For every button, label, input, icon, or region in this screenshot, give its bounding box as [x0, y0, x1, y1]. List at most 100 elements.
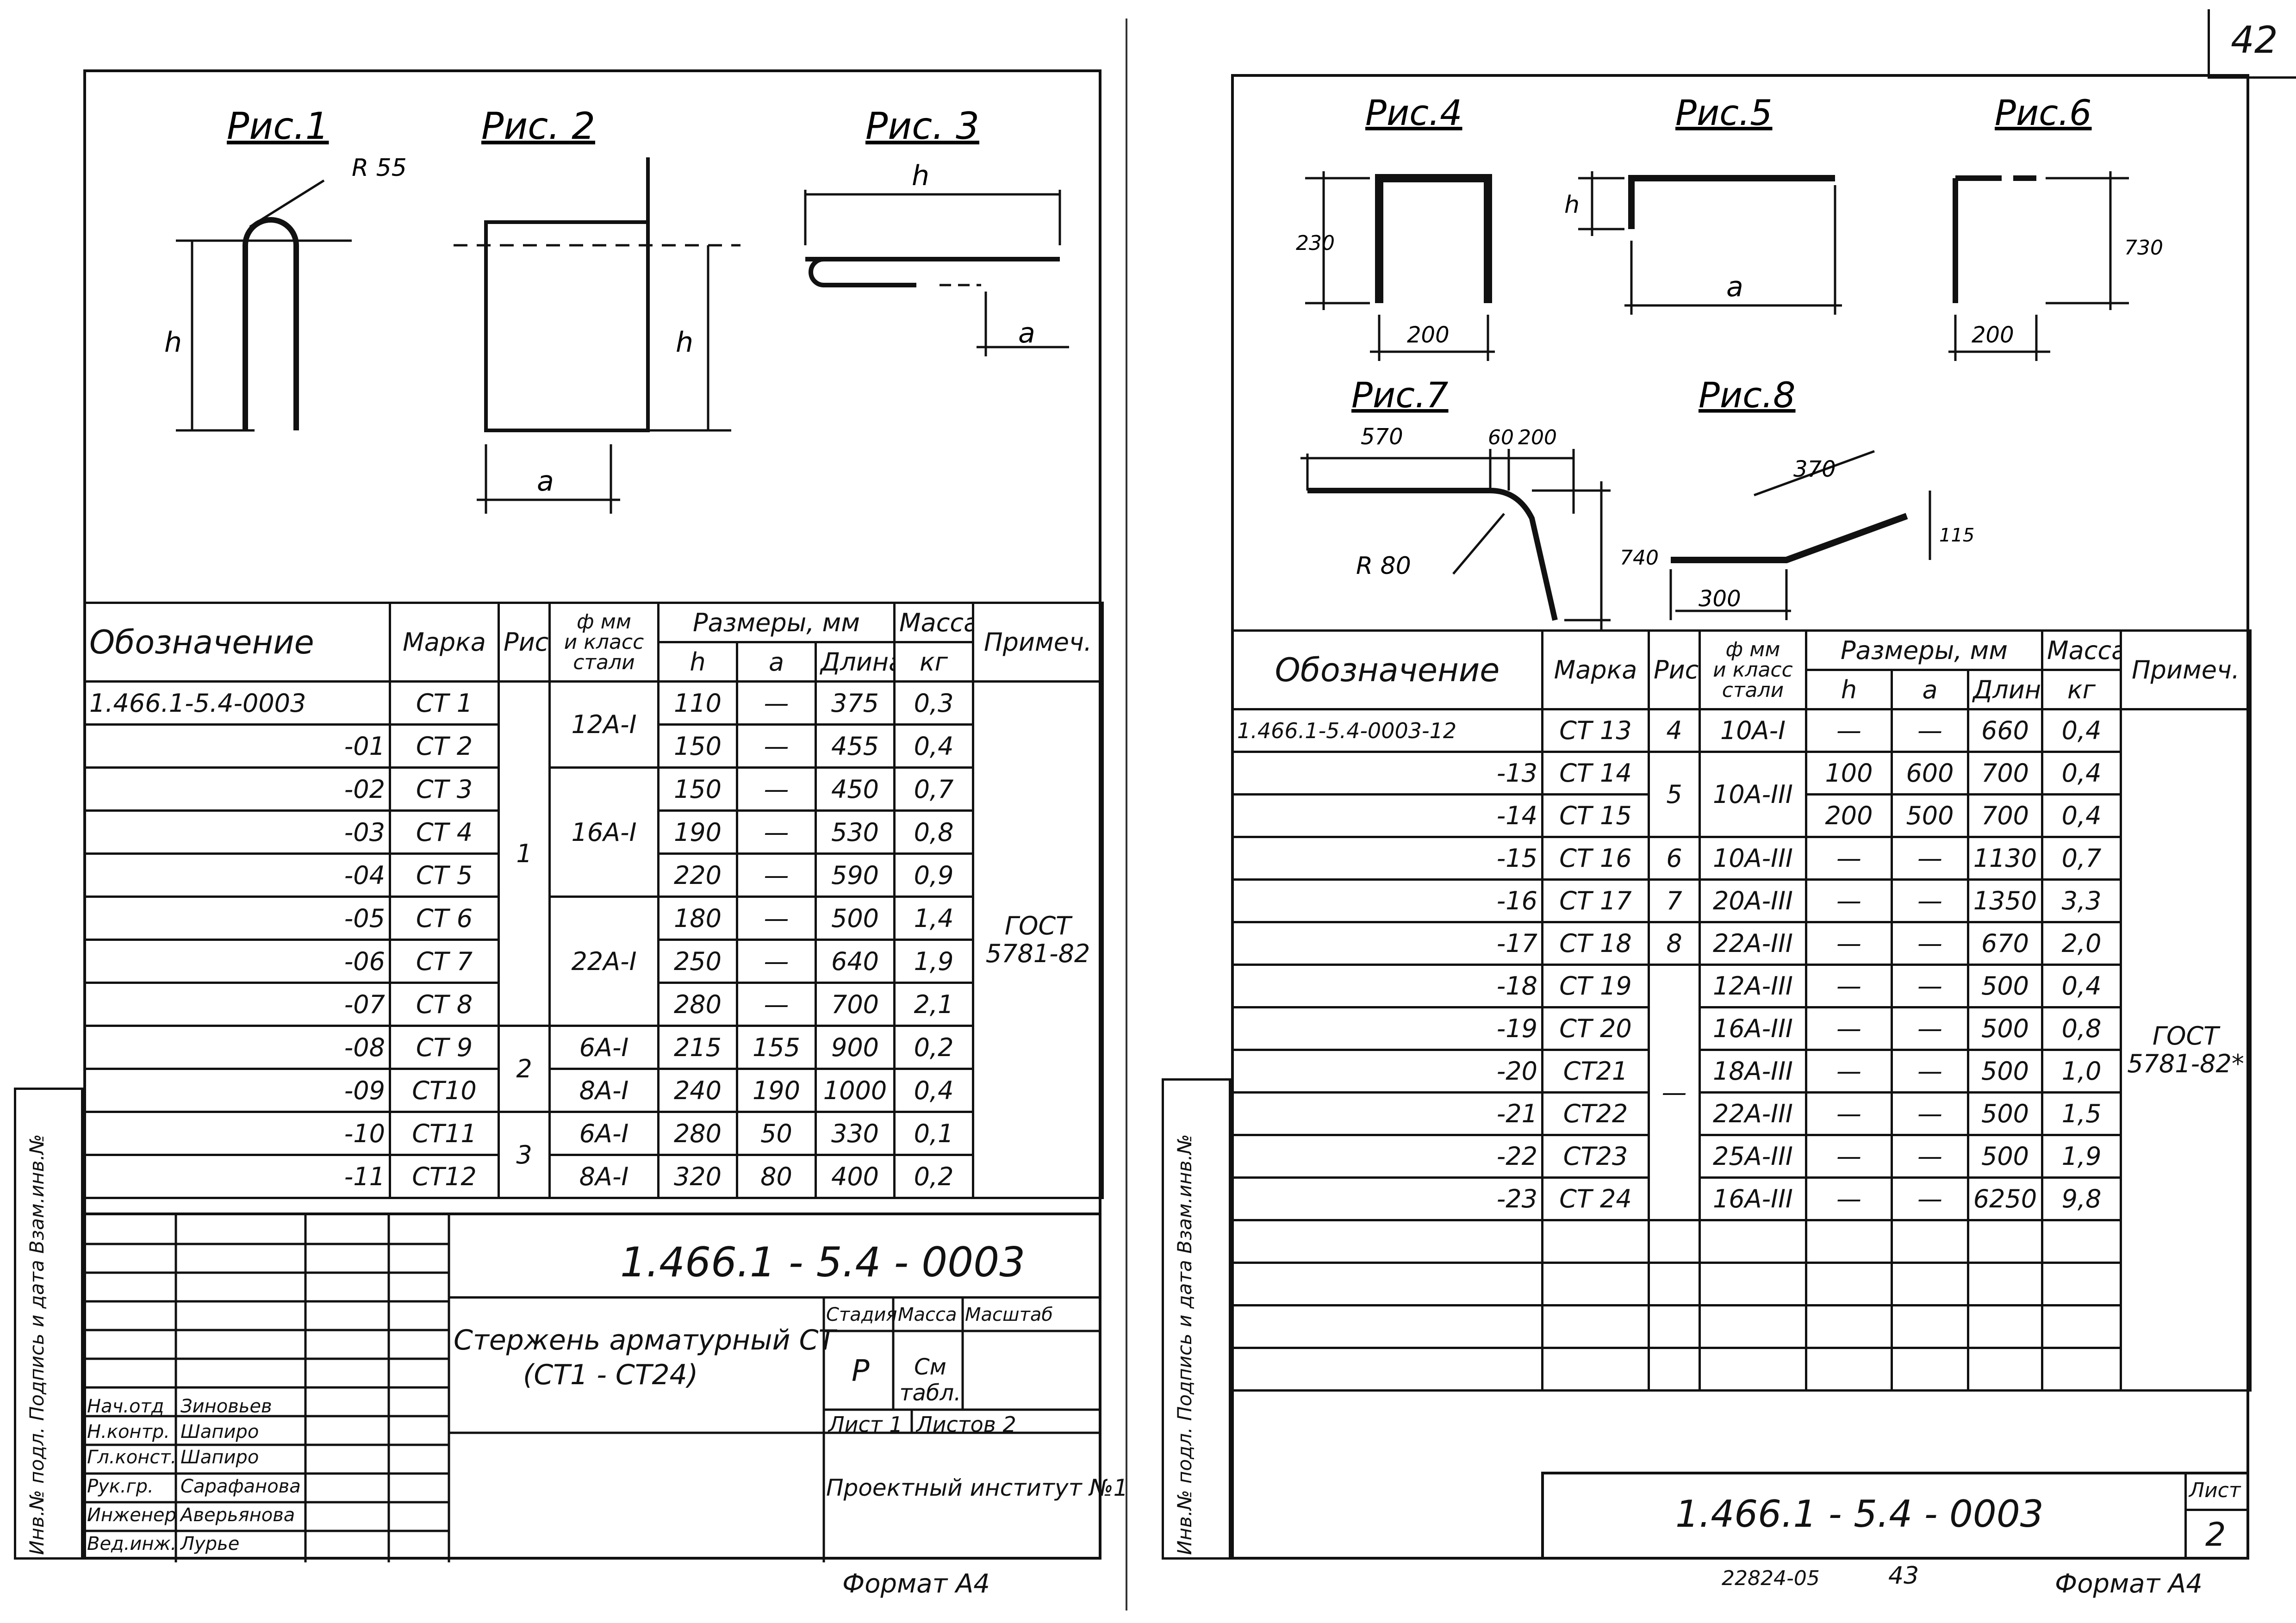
- empty-cell: [1231, 1262, 1543, 1306]
- row-designation: -22: [1231, 1134, 1543, 1179]
- fig8-d2: 115: [1939, 525, 1974, 546]
- left-side-strip: [14, 1088, 83, 1560]
- row-mass: 0,2: [893, 1025, 975, 1070]
- empty-cell: [2041, 1262, 2122, 1306]
- fig2-a: a: [537, 465, 554, 497]
- row-h: —: [1805, 878, 1893, 923]
- row-h: —: [1805, 1091, 1893, 1136]
- header-note: Примеч.: [972, 602, 1104, 683]
- right-side-strip: [1162, 1078, 1231, 1560]
- row-fig: 3: [498, 1111, 551, 1199]
- row-mass: 0,2: [893, 1154, 975, 1199]
- row-length: 1130: [1966, 836, 2044, 881]
- note-line1: ГОСТ: [1004, 911, 1071, 941]
- role-2: Гл.конст.: [87, 1447, 177, 1468]
- row-designation: -16: [1231, 878, 1543, 923]
- fig7-r: R 80: [1356, 552, 1411, 580]
- stage-header: Стадия: [826, 1304, 897, 1325]
- header-class1: и класс: [564, 630, 644, 654]
- header-diam: ф мм: [577, 609, 631, 634]
- fig1-h: h: [164, 326, 182, 359]
- row-mark: СТ 7: [389, 939, 500, 984]
- row-class: 25А-III: [1699, 1134, 1807, 1179]
- row-designation: -02: [83, 766, 391, 812]
- row-class: 12А-III: [1699, 964, 1807, 1008]
- row-h: —: [1805, 1049, 1893, 1094]
- fig7-title: Рис.7: [1351, 374, 1449, 416]
- note-line2: 5781-82*: [2127, 1049, 2244, 1078]
- empty-cell: [1699, 1219, 1807, 1264]
- note-line1: ГОСТ: [2152, 1021, 2219, 1051]
- fig7-d1: 570: [1361, 424, 1403, 450]
- fig4-title: Рис.4: [1365, 92, 1462, 133]
- row-class: 20А-III: [1699, 878, 1807, 923]
- fig6-d1: 730: [2124, 236, 2163, 260]
- row-length: 700: [1966, 751, 2044, 796]
- empty-cell: [1541, 1262, 1650, 1306]
- row-a: —: [1891, 964, 1969, 1008]
- row-mark: СТ 6: [389, 895, 500, 941]
- fig8-d1: 370: [1793, 456, 1836, 482]
- row-mass: 1,9: [893, 939, 975, 984]
- fig5-title: Рис.5: [1675, 92, 1773, 133]
- row-designation: -01: [83, 723, 391, 769]
- row-length: 1350: [1966, 878, 2044, 923]
- fig4-d1: 230: [1296, 231, 1335, 255]
- role-4: Инженер: [87, 1505, 176, 1526]
- role-0: Нач.отд: [87, 1396, 164, 1417]
- row-fig: 7: [1648, 878, 1701, 923]
- row-mark: СТ 4: [389, 809, 500, 855]
- right-spec-table: Обозначение Марка Рис ф мм и класс стали…: [1231, 629, 2252, 1392]
- empty-cell: [1805, 1262, 1893, 1306]
- title-grid: [449, 1299, 1101, 1562]
- row-designation: -19: [1231, 1006, 1543, 1051]
- empty-cell: [1699, 1262, 1807, 1306]
- role-3: Рук.гр.: [87, 1476, 154, 1497]
- row-mark: СТ 15: [1541, 793, 1650, 838]
- row-length: 1000: [814, 1068, 896, 1113]
- row-length: 375: [814, 680, 896, 726]
- row-h: —: [1805, 1134, 1893, 1179]
- row-designation: -18: [1231, 964, 1543, 1008]
- empty-cell: [1966, 1219, 2044, 1264]
- page-number: 42: [2231, 19, 2278, 62]
- row-h: 320: [657, 1154, 738, 1199]
- fig6-d2: 200: [1972, 322, 2014, 348]
- header-mass-unit: кг: [893, 641, 975, 683]
- empty-cell: [1805, 1304, 1893, 1349]
- row-length: 500: [1966, 1134, 2044, 1179]
- row-length: 670: [1966, 921, 2044, 966]
- fig7-d2: 60: [1488, 426, 1514, 449]
- left-side-label: Инв.№ подл. Подпись и дата Взам.инв.№: [25, 1134, 48, 1555]
- header-class1: и класс: [1713, 658, 1793, 682]
- right-sheet-header: Лист: [2189, 1479, 2241, 1502]
- fig8-title: Рис.8: [1699, 374, 1796, 416]
- row-class: 8А-I: [548, 1154, 660, 1199]
- row-h: 200: [1805, 793, 1893, 838]
- row-mark: СТ 8: [389, 982, 500, 1027]
- row-length: 500: [1966, 964, 2044, 1008]
- empty-cell: [1891, 1219, 1969, 1264]
- header-mass: Масса,: [2041, 629, 2122, 671]
- fig7-d3: 200: [1518, 426, 1557, 449]
- row-a: —: [1891, 878, 1969, 923]
- row-designation: -21: [1231, 1091, 1543, 1136]
- row-designation: -15: [1231, 836, 1543, 881]
- stage-value: Р: [852, 1354, 870, 1388]
- empty-cell: [1891, 1304, 1969, 1349]
- empty-cell: [1231, 1219, 1543, 1264]
- organization: Проектный институт №1: [826, 1474, 1128, 1501]
- header-diam: ф мм: [1725, 637, 1780, 661]
- sheets-label: Листов 2: [916, 1412, 1016, 1437]
- row-mass: 1,0: [2041, 1049, 2122, 1094]
- row-mark: СТ21: [1541, 1049, 1650, 1094]
- row-mass: 1,9: [2041, 1134, 2122, 1179]
- row-length: 640: [814, 939, 896, 984]
- row-mass: 0,4: [893, 1068, 975, 1113]
- row-a: 500: [1891, 793, 1969, 838]
- row-class: 22А-I: [548, 895, 660, 1027]
- row-mark: СТ 3: [389, 766, 500, 812]
- header-sizes: Размеры, мм: [1804, 629, 2044, 671]
- row-h: —: [1805, 836, 1893, 881]
- row-mark: СТ 13: [1541, 708, 1650, 753]
